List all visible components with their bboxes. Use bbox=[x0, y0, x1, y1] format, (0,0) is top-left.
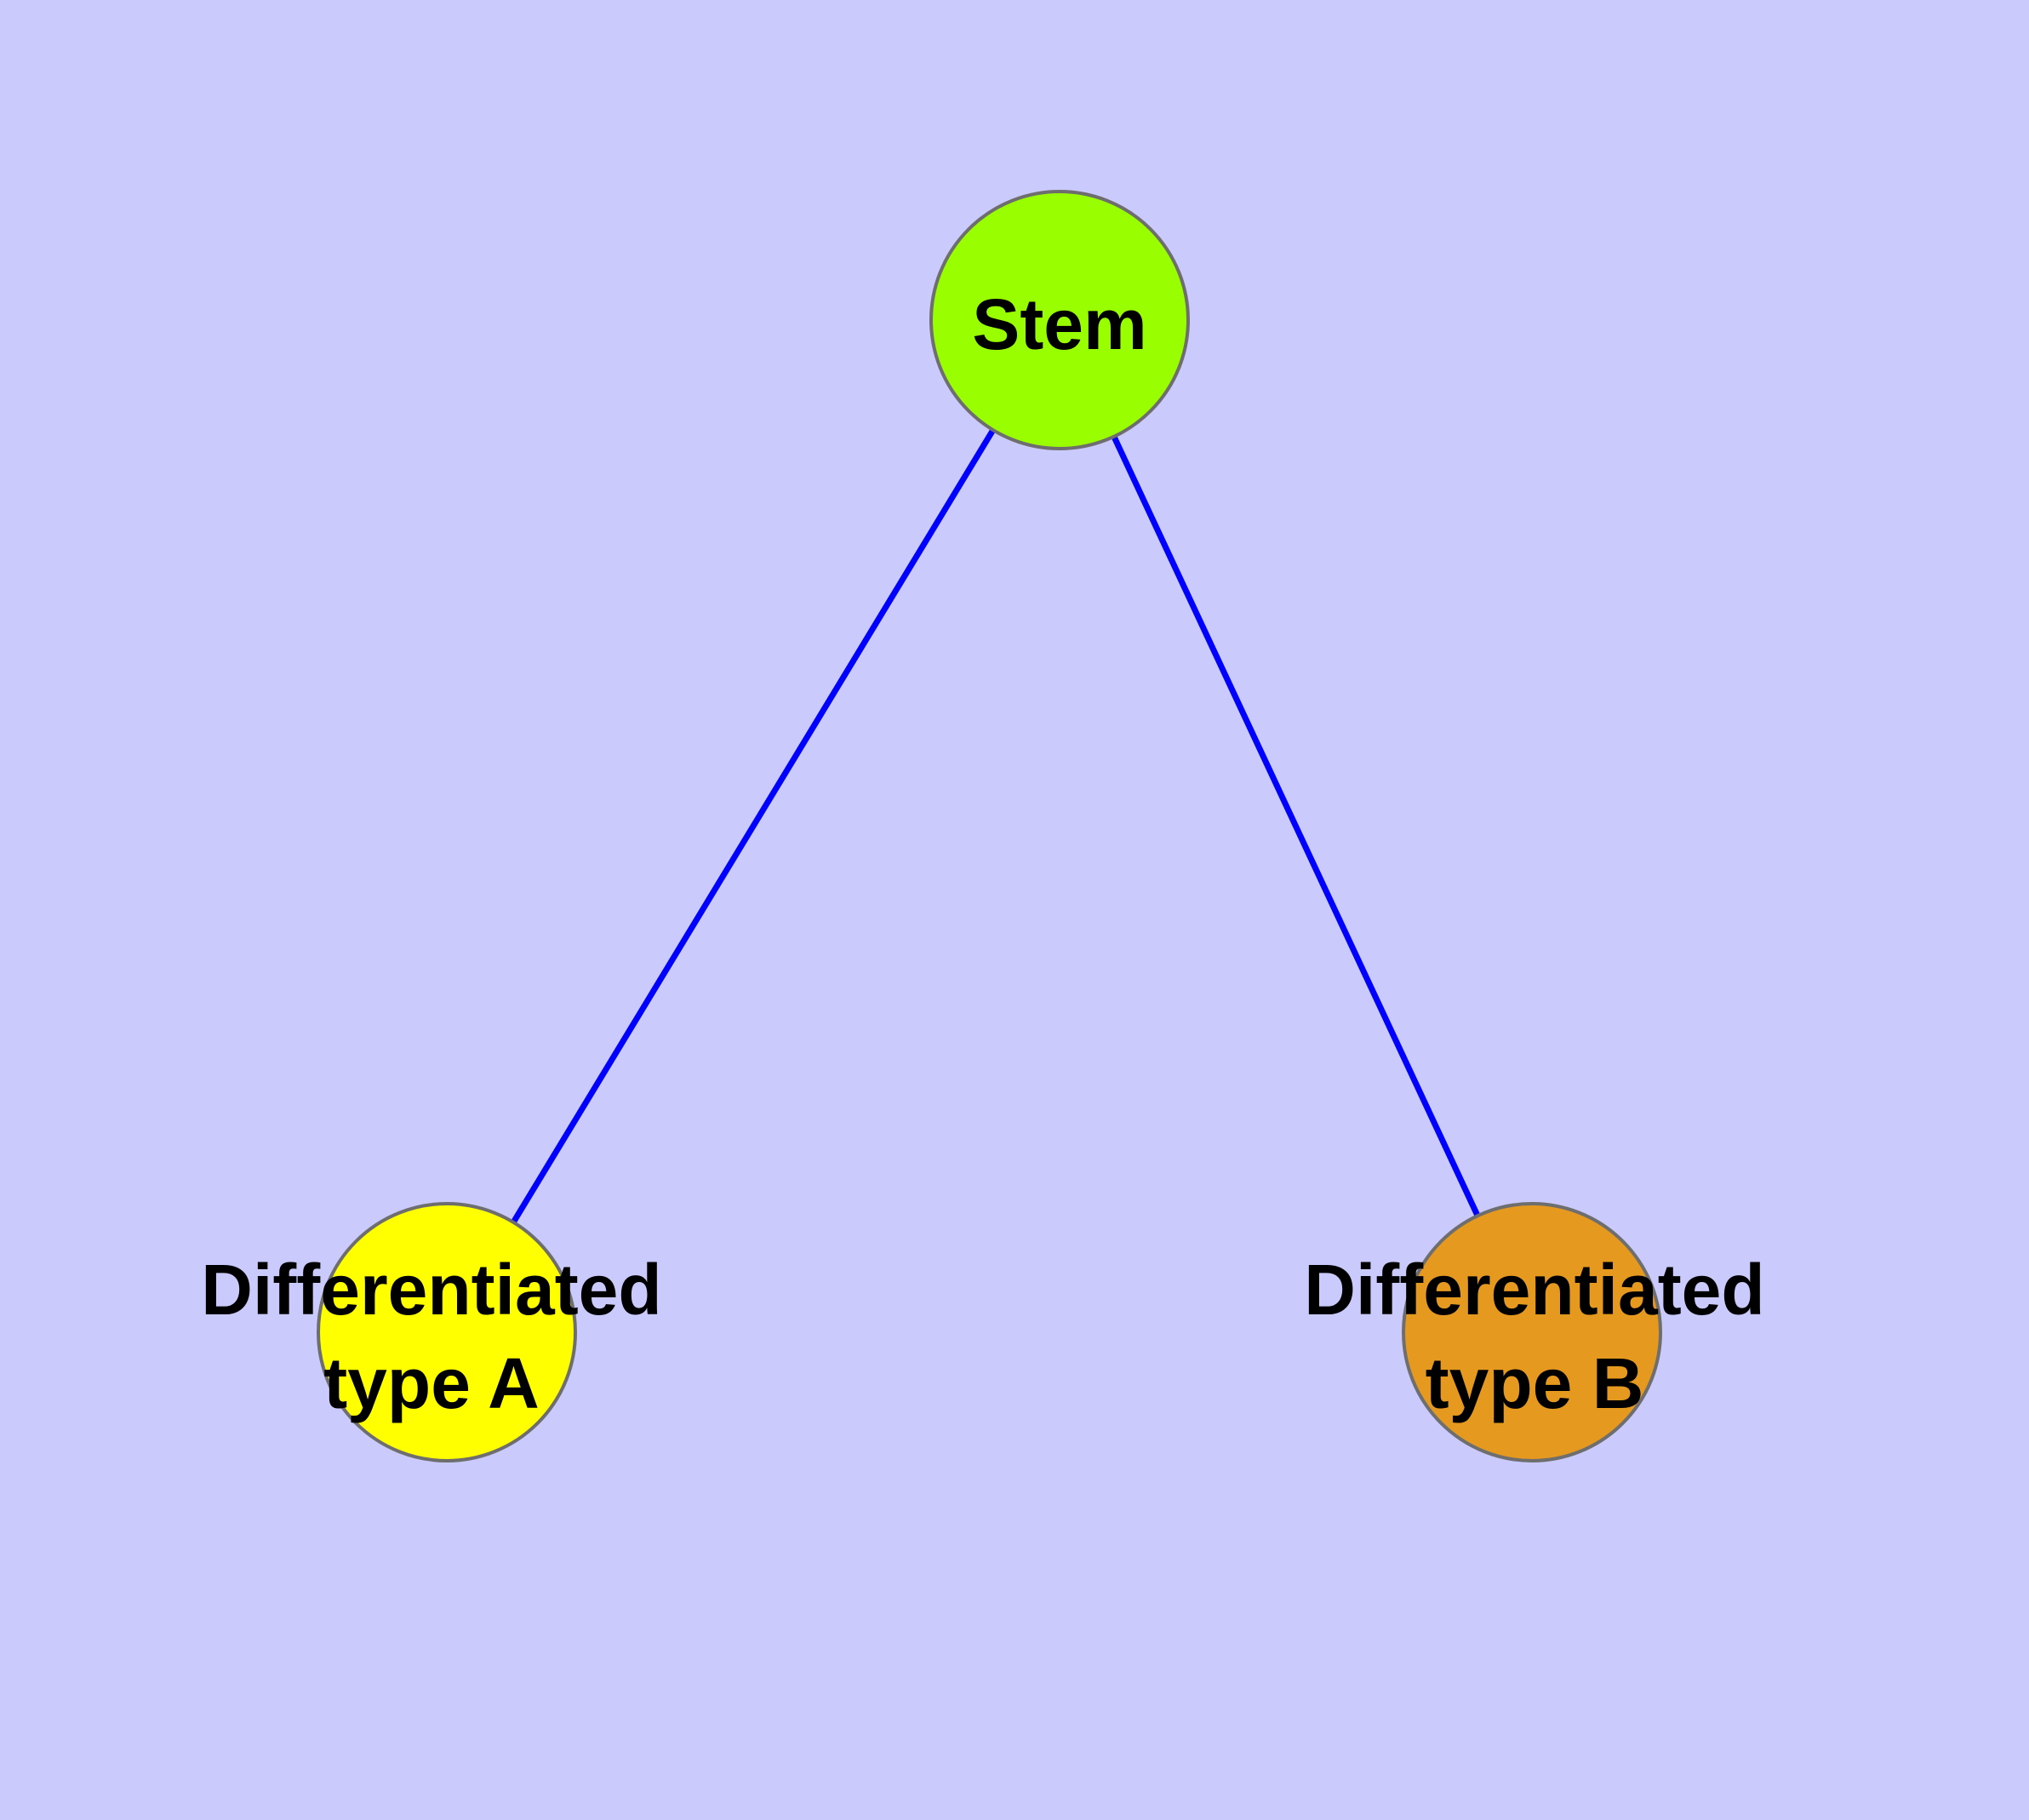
node-stem[interactable] bbox=[929, 190, 1190, 450]
node-stem-label: Stem bbox=[972, 278, 1146, 371]
node-stem-label-text: Stem bbox=[972, 284, 1147, 364]
node-type-a-label-line2: type A bbox=[323, 1343, 540, 1423]
edge-stem-to-type-a bbox=[444, 318, 1062, 1334]
node-type-b-label-line2: type B bbox=[1425, 1343, 1644, 1423]
node-type-a-label-line1: Differentiated bbox=[201, 1250, 662, 1330]
node-type-a-label: Differentiated type A bbox=[201, 1243, 661, 1430]
node-type-b-label: Differentiated type B bbox=[1304, 1243, 1764, 1430]
node-differentiated-type-a[interactable] bbox=[317, 1202, 577, 1462]
node-type-b-label-line1: Differentiated bbox=[1304, 1250, 1765, 1330]
node-differentiated-type-b[interactable] bbox=[1402, 1202, 1662, 1462]
edge-stem-to-type-b bbox=[1056, 318, 1535, 1334]
